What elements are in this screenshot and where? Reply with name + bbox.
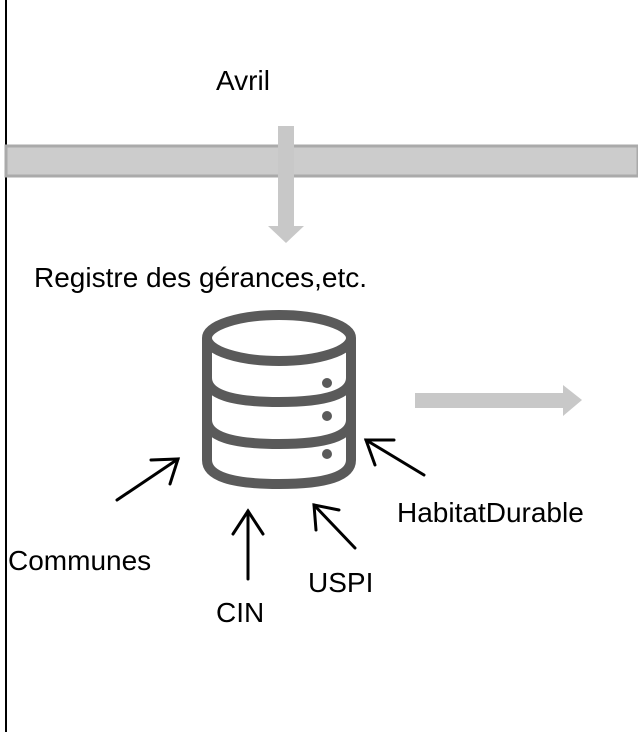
timeline-band bbox=[4, 144, 638, 178]
database-title: Registre des gérances,etc. bbox=[34, 262, 368, 293]
month-label: Avril bbox=[216, 65, 270, 96]
source-label-uspi: USPI bbox=[308, 567, 374, 598]
uspi-arrow bbox=[312, 503, 357, 550]
source-label-communes: Communes bbox=[8, 545, 152, 576]
arrow-right-icon bbox=[415, 385, 582, 416]
db-dot-2 bbox=[322, 411, 332, 421]
source-label-cin: CIN bbox=[216, 597, 265, 628]
cin-arrow bbox=[231, 508, 265, 581]
database-icon bbox=[202, 310, 356, 490]
db-dot-1 bbox=[322, 378, 332, 388]
communes-arrow bbox=[115, 457, 181, 502]
db-dot-3 bbox=[322, 449, 332, 459]
arrow-down-icon bbox=[268, 126, 304, 243]
habitatdurable-arrow bbox=[363, 438, 426, 477]
source-label-habitatdurable: HabitatDurable bbox=[397, 497, 584, 528]
